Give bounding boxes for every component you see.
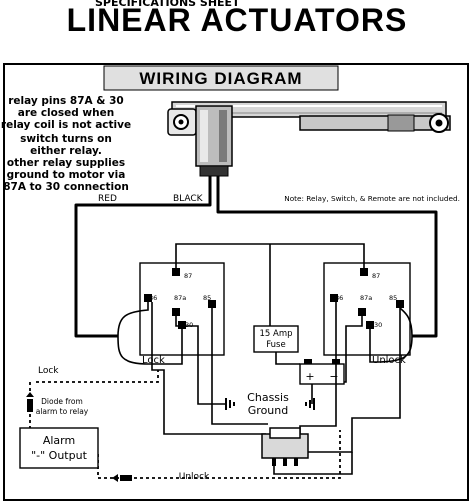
note-line-2: are closed when xyxy=(18,107,114,119)
alarm-output-box xyxy=(19,427,99,469)
fuse-box xyxy=(253,325,299,353)
fuse-label-1: 15 Amp xyxy=(259,329,292,339)
relay-unlock-pin-86: 86 xyxy=(335,294,343,302)
unlock-diode-icon xyxy=(112,474,132,482)
relay-lock-pin-85: 85 xyxy=(203,294,211,302)
relay-unlock-pin-85: 85 xyxy=(389,294,397,302)
lock-input-label: Lock xyxy=(38,366,59,376)
diode-icon xyxy=(26,392,34,412)
chassis-label-2: Ground xyxy=(248,404,288,417)
header-cropped-text: SPECIFICATIONS SHEET xyxy=(95,0,240,9)
note-line-5: either relay. xyxy=(30,145,102,157)
diode-label-2: alarm to relay xyxy=(36,407,89,416)
relay-notes: relay pins 87A & 30 are closed when rela… xyxy=(1,95,131,193)
wire-unlock-85-switch xyxy=(304,308,401,453)
relay-unlock-pin-30: 30 xyxy=(374,321,382,329)
note-line-6: other relay supplies xyxy=(7,157,125,169)
header-title: LINEAR ACTUATORS xyxy=(67,2,408,38)
wire-left-87a-ground xyxy=(175,316,226,405)
note-line-4: switch turns on xyxy=(20,133,112,145)
alarm-label-2: "-" Output xyxy=(31,449,87,462)
rocker-switch xyxy=(261,427,353,475)
relay-unlock-pin-87a: 87a xyxy=(360,294,372,302)
wire-fuse-to-battery xyxy=(275,352,300,365)
wire-left-loop-lower xyxy=(117,329,183,365)
battery-minus: − xyxy=(329,370,338,383)
relay-unlock-label: Unlock xyxy=(372,355,406,366)
diagram-title: WIRING DIAGRAM xyxy=(139,69,302,88)
relay-lock-pin-87a: 87a xyxy=(174,294,186,302)
wire-right-87a-ground xyxy=(311,316,363,404)
black-wire xyxy=(216,176,438,338)
relay-lock-pin-86: 86 xyxy=(149,294,157,302)
diode-label-1: Diode from xyxy=(41,397,83,406)
relay-lock-pin-30: 30 xyxy=(185,321,193,329)
title-banner xyxy=(103,65,339,91)
lock-dashed-run xyxy=(36,370,159,383)
wire-right-loop-upper xyxy=(399,307,413,337)
note-line-1: relay pins 87A & 30 xyxy=(8,95,123,107)
note-line-3: relay coil is not active xyxy=(1,119,131,131)
note-line-7: ground to motor via xyxy=(7,169,126,181)
alarm-label-1: Alarm xyxy=(43,434,75,447)
battery-plus: + xyxy=(305,370,314,383)
wire-lock-86-switch xyxy=(151,302,266,435)
relay-lock-label: Lock xyxy=(142,355,165,366)
wire-lock-85-switch xyxy=(211,308,268,425)
chassis-ground-symbol xyxy=(225,398,315,410)
linear-actuator-illustration xyxy=(167,101,451,177)
relay-unlock-pin-87: 87 xyxy=(372,272,380,280)
unlock-input-label: Unlock xyxy=(179,472,210,482)
wire-left-loop-upper xyxy=(117,302,149,337)
red-wire xyxy=(74,176,212,338)
black-wire-label: BLACK xyxy=(173,194,204,204)
note-not-included: Note: Relay, Switch, & Remote are not in… xyxy=(284,194,460,203)
chassis-label-1: Chassis xyxy=(247,391,289,404)
red-wire-label: RED xyxy=(98,194,117,204)
note-line-8: 87A to 30 connection xyxy=(3,181,129,193)
relay-unlock: 87 86 87a 85 30 Unlock xyxy=(323,262,411,366)
relay-lock-pin-87: 87 xyxy=(184,272,192,280)
fuse-label-2: Fuse xyxy=(266,340,285,350)
